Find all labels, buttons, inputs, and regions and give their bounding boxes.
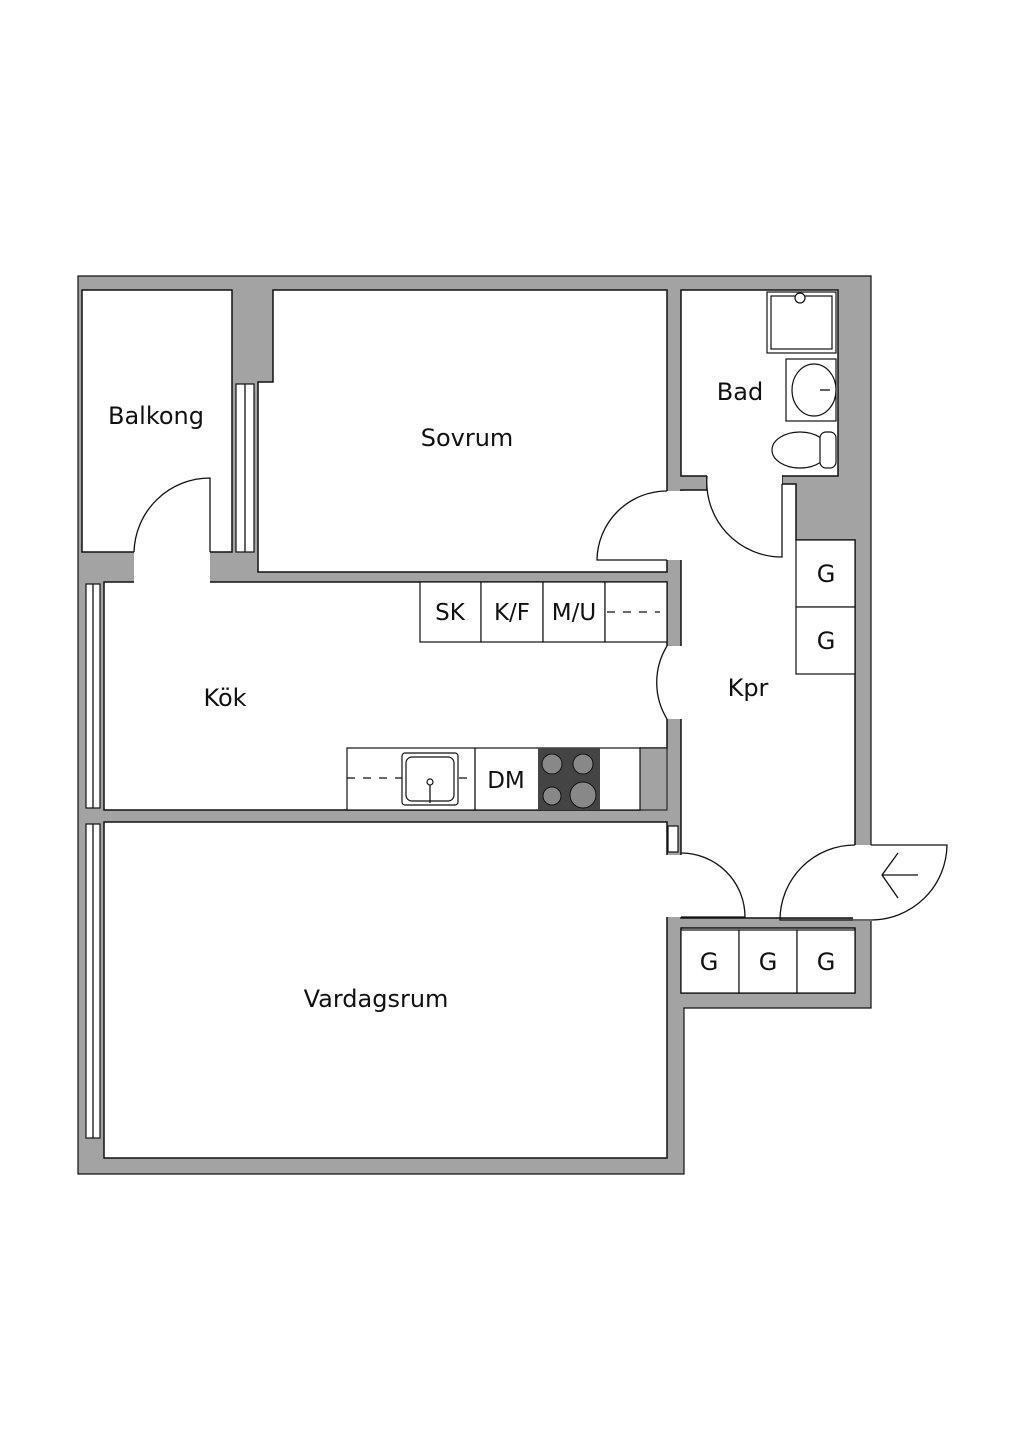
closet — [680, 929, 740, 994]
cabinet-kf — [480, 581, 544, 643]
room-label-balkong: Balkong — [108, 402, 204, 430]
stove-icon — [538, 748, 600, 810]
closet — [795, 539, 856, 608]
room-vardagsrum — [103, 821, 668, 1159]
opening-vardagsrum — [665, 855, 683, 917]
toilet-icon — [771, 431, 837, 469]
label-mu: M/U — [552, 600, 596, 626]
shower-icon — [766, 291, 837, 354]
cabinet-sk — [419, 581, 482, 643]
closet — [738, 929, 798, 994]
opening-entrance — [853, 845, 873, 921]
opening-kok — [665, 646, 683, 719]
window-small — [667, 825, 679, 853]
door-entrance[interactable] — [779, 844, 948, 921]
door-sovrum[interactable] — [596, 490, 668, 561]
closet-label: G — [817, 560, 836, 588]
room-balkong — [81, 289, 233, 553]
room-label-sovrum: Sovrum — [421, 424, 514, 452]
opening-balkong — [134, 550, 210, 584]
room-sovrum — [257, 289, 668, 573]
kitchen-sink-icon — [401, 752, 459, 806]
room-label-vardagsrum: Vardagsrum — [304, 985, 449, 1013]
closet-label: G — [817, 948, 836, 976]
door-vardagsrum[interactable] — [680, 852, 746, 918]
cabinet-mu — [542, 581, 606, 643]
sink-icon — [785, 358, 837, 422]
door-balkong[interactable] — [133, 477, 211, 553]
closet-label: G — [759, 948, 778, 976]
label-dm: DM — [487, 768, 525, 794]
label-sk: SK — [435, 600, 466, 626]
closet — [795, 606, 856, 675]
closet-label: G — [817, 627, 836, 655]
door-kok[interactable] — [656, 645, 668, 720]
entrance-arrow-icon — [881, 852, 918, 899]
opening-bad — [707, 474, 782, 492]
door-bad[interactable] — [706, 475, 783, 558]
opening-sovrum — [665, 491, 683, 560]
label-kf: K/F — [494, 600, 530, 626]
room-label-kok: Kök — [203, 684, 246, 712]
kitchen-wall-chunk — [639, 747, 668, 811]
closet-label: G — [700, 948, 719, 976]
closet — [796, 929, 856, 994]
room-label-bad: Bad — [717, 378, 763, 406]
room-label-kpr: Kpr — [728, 674, 769, 702]
